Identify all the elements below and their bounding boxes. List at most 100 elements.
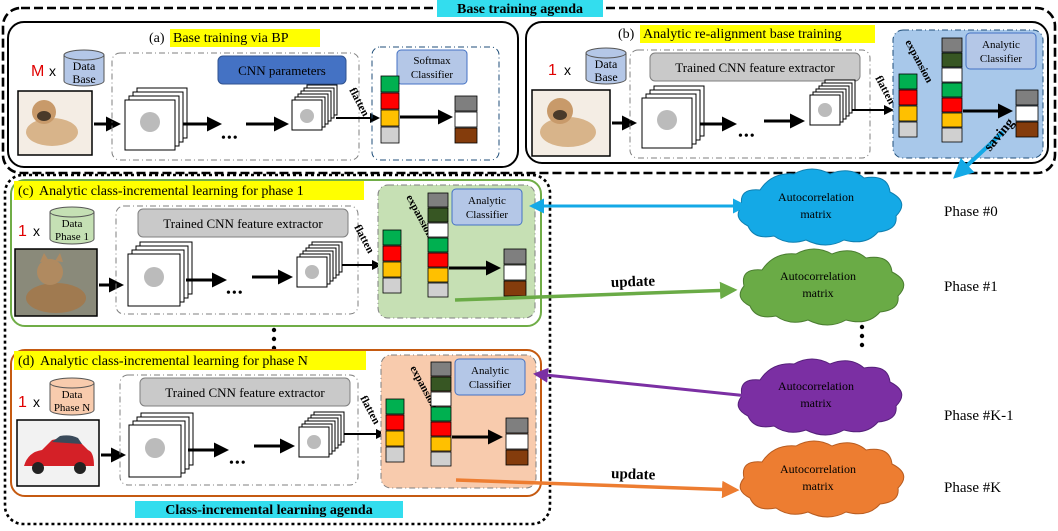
panel-b-output-vector — [1015, 89, 1039, 138]
panel-c-feature-maps-2 — [296, 241, 343, 288]
panel-a-dog-image — [17, 90, 93, 156]
panel-b-extractor-label: Trained CNN feature extractor — [675, 60, 835, 75]
panel-b-extractor-box — [649, 52, 861, 82]
panel-a: (a) Base training via BP M x Data Base C… — [7, 21, 519, 168]
panel-c-frame — [10, 179, 542, 327]
cil-agenda-frame — [3, 173, 552, 526]
panel-b-title-bg — [640, 25, 875, 43]
autocorrelation-cloud-2: Autocorrelation matrix — [737, 358, 903, 436]
panel-a-title: Base training via BP — [173, 31, 289, 46]
panel-d-extractor-region — [119, 374, 359, 486]
panel-d-multiplier: 1 — [18, 394, 27, 411]
panel-a-feature-maps-1 — [124, 87, 188, 151]
panel-d-analytic-box — [454, 358, 526, 396]
update-label-phase1: update — [611, 273, 656, 291]
panel-b-extractor-region — [629, 49, 871, 159]
panel-d-title: Analytic class-incremental learning for … — [40, 354, 308, 369]
panel-b: (b) Analytic re-alignment base training … — [525, 21, 1049, 164]
cloud-2-line1: Autocorrelation — [778, 379, 854, 393]
panel-b-prefix: (b) — [618, 27, 635, 42]
panel-b-feature-vector — [898, 73, 918, 138]
panel-d-feature-maps-2 — [298, 411, 345, 458]
panel-c-analytic-line2: Classifier — [466, 209, 508, 221]
update-arrow-phase-k — [455, 478, 740, 499]
cil-agenda-title: Class-incremental learning agenda — [165, 503, 372, 518]
panel-d-analytic-line2: Classifier — [469, 379, 511, 391]
panel-b-frame — [525, 21, 1049, 164]
panel-d: (d) Analytic class-incremental learning … — [10, 349, 542, 497]
panel-a-classifier-region — [371, 46, 500, 161]
panel-c-multiplier: 1 — [18, 223, 27, 240]
cloud-0-line2: matrix — [800, 207, 831, 221]
panel-b-analytic-box — [965, 32, 1037, 70]
panel-a-feature-vector — [380, 75, 400, 144]
update-arrow-phase1 — [454, 281, 738, 302]
panel-a-feature-maps-2 — [291, 84, 338, 131]
panel-b-expanded-vector — [941, 37, 963, 143]
panel-c-feature-vector — [382, 229, 402, 294]
panel-c-ellipsis: ••• — [226, 286, 244, 301]
panel-c-extractor-box — [137, 208, 349, 238]
panel-d-car-image — [16, 419, 100, 487]
panel-d-database: Data Phase N — [49, 377, 95, 416]
autocorrelation-cloud-0: Autocorrelation matrix — [737, 168, 903, 246]
panel-b-database: Data Base — [585, 47, 627, 85]
panel-a-output-vector — [454, 95, 478, 144]
cloud-0-line1: Autocorrelation — [778, 190, 854, 204]
panel-c-times: x — [33, 223, 40, 239]
panel-a-title-bg — [170, 29, 320, 47]
base-agenda-title-bg — [437, 0, 603, 17]
panel-b-times: x — [564, 62, 571, 78]
panel-a-softmax-line2: Classifier — [411, 69, 453, 81]
panel-c-cat-image — [14, 248, 98, 317]
saving-arrow — [953, 130, 1005, 179]
autocorrelation-cloud-1: Autocorrelation matrix — [739, 248, 905, 326]
panel-a-database: Data Base — [63, 49, 105, 87]
phase-1-label: Phase #1 — [944, 279, 998, 295]
cloud-1-line1: Autocorrelation — [780, 269, 856, 283]
vertical-ellipsis-left — [271, 327, 277, 351]
update-label-phase-k: update — [611, 466, 656, 484]
cloud-3-line2: matrix — [802, 479, 833, 493]
panel-b-ellipsis: ••• — [738, 129, 756, 144]
panel-b-analytic-line2: Classifier — [980, 53, 1022, 65]
panel-a-cnn-region — [111, 52, 360, 161]
panel-d-extractor-label: Trained CNN feature extractor — [165, 385, 325, 400]
panel-c-title: Analytic class-incremental learning for … — [39, 184, 304, 199]
panel-a-cnn-params-label: CNN parameters — [238, 63, 326, 78]
panel-a-db-line2: Base — [72, 72, 95, 86]
cloud-1-line2: matrix — [802, 286, 833, 300]
panel-d-times: x — [33, 394, 40, 410]
panel-b-db-line1: Data — [595, 57, 618, 71]
vertical-ellipsis-right — [859, 324, 865, 348]
panel-c-expanded-vector — [427, 192, 449, 298]
panel-b-multiplier: 1 — [548, 62, 557, 79]
panel-a-db-line1: Data — [73, 59, 96, 73]
panel-c: (c) Analytic class-incremental learning … — [10, 179, 542, 327]
panel-d-prefix: (d) — [18, 354, 35, 369]
panel-d-frame — [10, 349, 542, 497]
panel-a-ellipsis: ••• — [221, 131, 239, 146]
panel-c-analytic-line1: Analytic — [468, 195, 506, 207]
phase-k-minus-1-label: Phase #K-1 — [944, 408, 1014, 424]
panel-c-extractor-label: Trained CNN feature extractor — [163, 216, 323, 231]
panel-c-db-line1: Data — [62, 218, 83, 230]
panel-c-output-vector — [503, 248, 527, 297]
panel-b-feature-maps-1 — [641, 85, 705, 149]
cloud-2-line2: matrix — [800, 396, 831, 410]
base-agenda-title: Base training agenda — [457, 2, 583, 17]
cloud-3-line1: Autocorrelation — [780, 462, 856, 476]
panel-d-db-line2: Phase N — [54, 402, 90, 414]
panel-a-frame — [7, 21, 519, 168]
panel-c-db-line2: Phase 1 — [55, 231, 89, 243]
panel-c-extractor-region — [115, 205, 359, 315]
panel-a-softmax-box — [396, 49, 468, 85]
cil-agenda-title-bg — [135, 501, 403, 518]
panel-a-times: x — [49, 63, 56, 79]
panel-c-prefix: (c) — [18, 184, 34, 199]
panel-c-feature-maps-1 — [127, 241, 193, 307]
panel-a-cnn-params-box — [217, 55, 347, 85]
panel-d-db-line1: Data — [62, 389, 83, 401]
panel-d-feature-vector — [385, 398, 405, 463]
